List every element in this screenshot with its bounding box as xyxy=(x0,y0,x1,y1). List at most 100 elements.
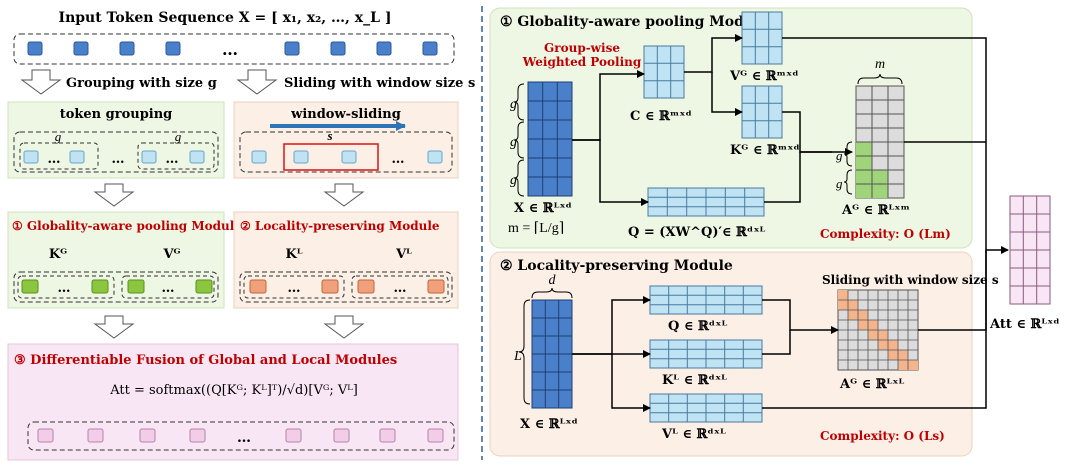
ellipsis: … xyxy=(58,281,71,296)
ag-matrix xyxy=(855,85,905,199)
ellipsis: … xyxy=(288,281,301,296)
d-label: d xyxy=(549,273,557,288)
vg-matrix xyxy=(741,11,783,65)
window-sliding-title: window-sliding xyxy=(290,107,401,122)
globality-detail-title: ① Globality-aware pooling Module xyxy=(500,14,768,30)
ellipsis: … xyxy=(394,281,407,296)
output-tokens xyxy=(37,428,444,443)
vl-box xyxy=(351,275,449,299)
q-matrix-bottom xyxy=(649,285,763,315)
m-label: m xyxy=(875,57,885,72)
ellipsis: … xyxy=(166,152,179,167)
vl-label: Vᴸ ∈ ℝᵈˣᴸ xyxy=(661,427,726,442)
g-brace-label: g xyxy=(510,97,517,112)
grouping-outer-box xyxy=(13,131,219,173)
token xyxy=(293,150,309,164)
q-label: Q = (XW^Q)′∈ ℝᵈˣᴸ xyxy=(628,225,766,240)
c-to-vg-arrow xyxy=(684,34,743,73)
right-top-panel: ① Globality-aware pooling Module Group-w… xyxy=(489,7,973,249)
ellipsis: … xyxy=(392,152,405,167)
q-to-ag-band-arrow xyxy=(762,299,839,334)
token xyxy=(87,428,104,443)
g-brace xyxy=(843,169,853,195)
group-box xyxy=(19,142,99,170)
ag-band-matrix xyxy=(837,289,919,371)
window-size-label: s xyxy=(326,128,332,143)
sliding-label: Sliding with window size s xyxy=(284,76,475,91)
locality-detail-title: ② Locality-preserving Module xyxy=(500,258,733,274)
token xyxy=(37,428,54,443)
d-brace xyxy=(531,287,573,299)
complexity-lm: Complexity: O (Lm) xyxy=(820,227,951,241)
token xyxy=(195,279,213,294)
down-arrow xyxy=(323,315,365,339)
x-to-q-arrow xyxy=(572,139,649,206)
kg-label: Kᴳ ∈ ℝᵐˣᵈ xyxy=(730,143,800,158)
window-sliding-panel xyxy=(233,101,459,179)
sliding-window-frame xyxy=(283,143,379,171)
token xyxy=(422,41,438,56)
token-grouping-title: token grouping xyxy=(60,107,173,122)
token xyxy=(249,279,267,294)
pooling-label-1: Group-wise xyxy=(544,41,620,55)
token xyxy=(333,428,350,443)
kl-to-ag-band-line xyxy=(762,330,791,355)
down-arrow xyxy=(93,315,135,339)
q-matrix xyxy=(647,187,765,217)
token xyxy=(321,279,339,294)
vl-to-att-line xyxy=(762,250,987,409)
input-title: Input Token Sequence X = [ x₁, x₂, …, x_… xyxy=(59,10,392,26)
kg-matrix xyxy=(741,85,783,139)
m-definition: m = ⌈L/g⌉ xyxy=(508,221,564,236)
token xyxy=(357,279,375,294)
q-label-bottom: Q ∈ ℝᵈˣᴸ xyxy=(668,319,727,334)
ellipsis: … xyxy=(222,40,238,59)
token xyxy=(141,150,157,164)
kl-box xyxy=(243,275,345,299)
kl-label: Kᴸ xyxy=(285,247,302,262)
token xyxy=(379,428,396,443)
kg-box xyxy=(17,275,115,299)
x-matrix-bottom xyxy=(531,299,573,409)
fusion-formula: Att = softmax((Q[Kᴳ; Kᴸ]ᵀ)/√d)[Vᴳ; Vᴸ] xyxy=(109,383,358,398)
input-tokens xyxy=(27,41,438,56)
token xyxy=(427,428,444,443)
grouping-label: Grouping with size g xyxy=(66,76,217,91)
att-matrix xyxy=(1009,195,1051,305)
c-to-kg-arrow xyxy=(711,72,743,116)
token xyxy=(139,428,156,443)
globality-module-title: ① Globality-aware pooling Module xyxy=(12,219,242,233)
c-matrix xyxy=(643,45,685,99)
vg-label: Vᴳ ∈ ℝᵐˣᵈ xyxy=(729,69,799,84)
vg-box xyxy=(121,275,215,299)
group-size-label: g xyxy=(55,129,62,144)
ellipsis: … xyxy=(112,152,125,167)
token xyxy=(330,41,346,56)
token xyxy=(285,428,302,443)
l-label: L xyxy=(513,349,522,364)
q-to-ag-arrow xyxy=(764,148,853,203)
left-panel: Input Token Sequence X = [ x₁, x₂, …, x_… xyxy=(7,10,475,461)
g-brace-label: g xyxy=(836,176,843,191)
ellipsis: … xyxy=(48,152,61,167)
group-size-label: g xyxy=(175,129,182,144)
output-section: Att ∈ ℝᴸˣᵈ xyxy=(762,37,1060,409)
token xyxy=(27,41,43,56)
kl-label: Kᴸ ∈ ℝᵈˣᴸ xyxy=(662,373,727,388)
token xyxy=(284,41,300,56)
g-brace xyxy=(513,159,525,197)
sliding-arrow xyxy=(236,69,278,95)
pooling-label-2: Weighted Pooling xyxy=(522,55,642,69)
ellipsis: … xyxy=(237,430,251,446)
token xyxy=(21,279,39,294)
kg-label: Kᴳ xyxy=(49,247,67,262)
fusion-title: ③ Differentiable Fusion of Global and Lo… xyxy=(14,353,397,368)
kl-matrix xyxy=(649,339,763,369)
vl-label: Vᴸ xyxy=(395,247,412,262)
g-brace xyxy=(513,121,525,159)
x-to-vl-arrow xyxy=(611,354,651,412)
vg-to-att-line xyxy=(782,37,987,250)
vl-matrix xyxy=(649,393,763,423)
token xyxy=(91,279,109,294)
x-matrix xyxy=(527,81,573,197)
